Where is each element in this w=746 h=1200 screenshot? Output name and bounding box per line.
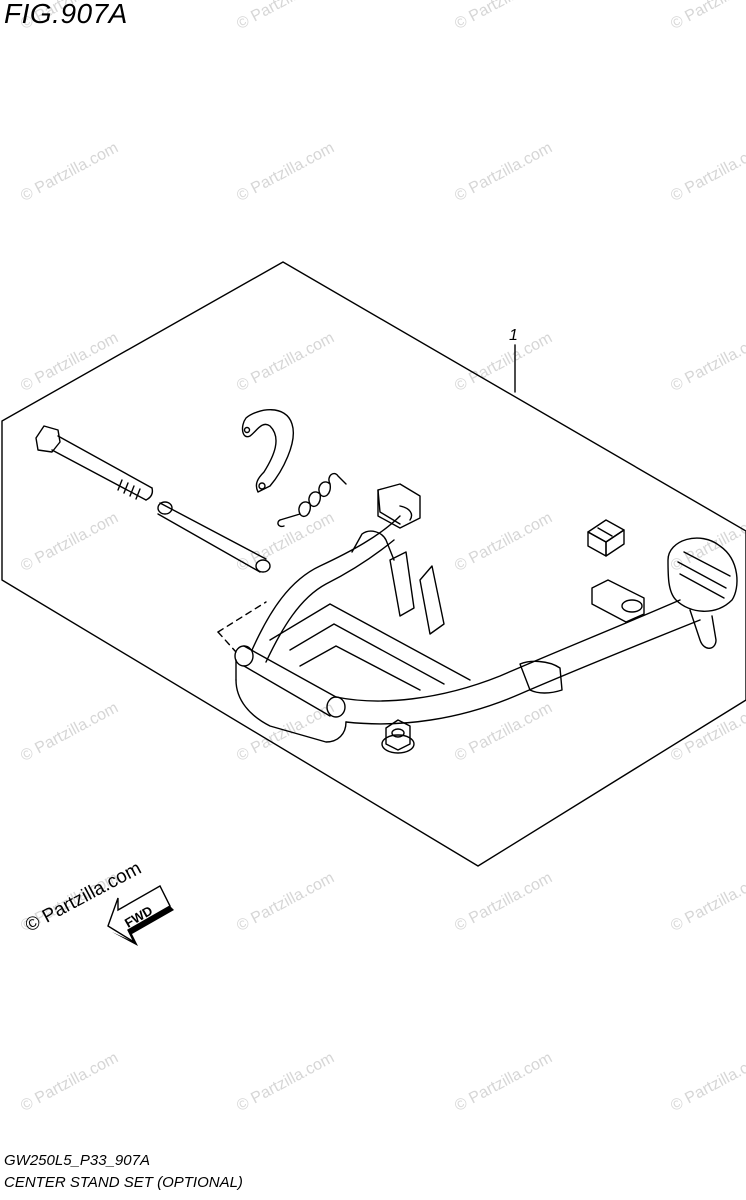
callout-number-1: 1: [509, 327, 518, 344]
bolt-part: [35, 425, 154, 501]
figure-title: FIG.907A: [4, 0, 128, 29]
forward-direction-arrow: FWD: [107, 885, 174, 946]
rubber-block-part: [587, 519, 625, 557]
bracket-plate-part: [241, 409, 294, 493]
collar-pipe-part: [157, 501, 271, 573]
flange-nut-part: [381, 719, 415, 754]
spring-part: [277, 472, 347, 528]
assembly-guide-line: [217, 601, 267, 633]
center-stand-frame-part: [234, 483, 738, 743]
assembly-guide-line-2: [217, 631, 237, 653]
kit-boundary-outline: [1, 261, 746, 867]
model-code: GW250L5_P33_907A: [4, 1152, 150, 1169]
figure-caption: CENTER STAND SET (OPTIONAL): [4, 1174, 243, 1191]
